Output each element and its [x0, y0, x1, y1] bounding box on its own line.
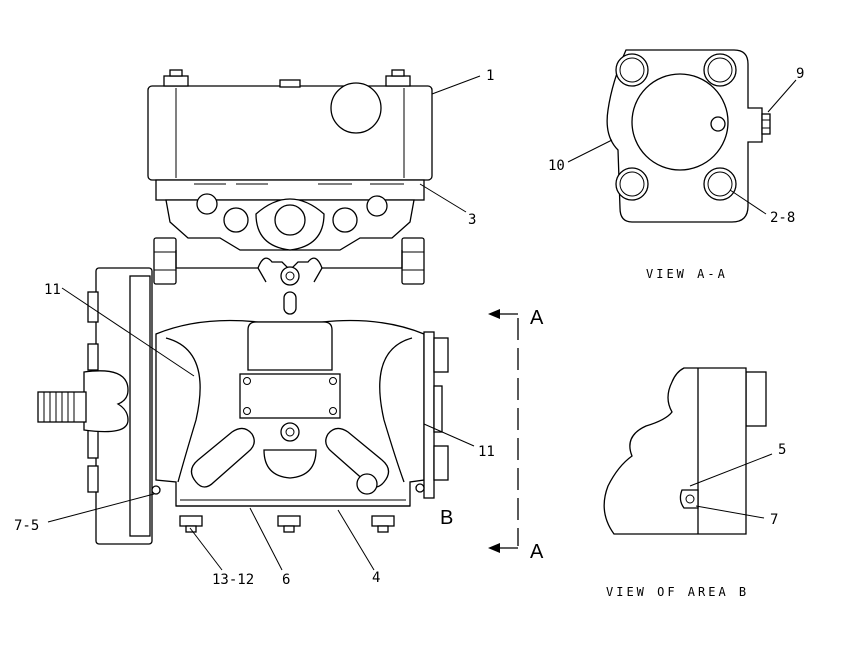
callout-9: 9 — [796, 66, 804, 82]
section-letter-a-top: A — [530, 307, 544, 329]
side-fitting-right — [401, 237, 425, 285]
crankcase — [155, 319, 425, 507]
view-a-a-drawing — [567, 49, 797, 223]
view-area-b-drawing — [603, 367, 773, 535]
callout-5: 5 — [778, 442, 786, 458]
callout-3: 3 — [468, 212, 476, 228]
head-gasket — [155, 179, 425, 201]
compressor-main-view — [37, 69, 449, 545]
callout-7: 7 — [770, 512, 778, 528]
valve-plate — [165, 193, 415, 251]
end-cover-right — [423, 331, 449, 499]
section-letters: A A B — [440, 307, 544, 563]
callout-1: 1 — [486, 68, 494, 84]
drive-shaft — [37, 370, 129, 433]
leader-lines — [47, 75, 481, 571]
callout-7-5: 7-5 — [14, 518, 39, 534]
callout-11-left: 11 — [44, 282, 61, 298]
callout-10: 10 — [548, 158, 565, 174]
corner-fittings — [151, 483, 425, 495]
callout-13-12: 13-12 — [212, 572, 254, 588]
caption-view-a-a: VIEW A-A — [646, 267, 728, 281]
neck — [175, 250, 403, 315]
section-letter-a-bottom: A — [530, 541, 544, 563]
area-letter-b: B — [440, 507, 453, 529]
mounting-flange — [87, 267, 153, 545]
callout-11-right: 11 — [478, 444, 495, 460]
caption-view-area-b: VIEW OF AREA B — [606, 585, 749, 599]
side-fitting-left — [153, 237, 177, 285]
cylinder-head — [147, 69, 433, 181]
section-line-a-a — [488, 309, 519, 553]
callout-labels: 1 3 11 11 7-5 13-12 6 4 10 9 2-8 5 7 — [14, 66, 804, 588]
bottom-bolts — [179, 515, 395, 533]
callout-4: 4 — [372, 570, 380, 586]
view-captions: VIEW A-A VIEW OF AREA B — [606, 267, 749, 599]
callout-2-8: 2-8 — [770, 210, 795, 226]
callout-6: 6 — [282, 572, 290, 588]
